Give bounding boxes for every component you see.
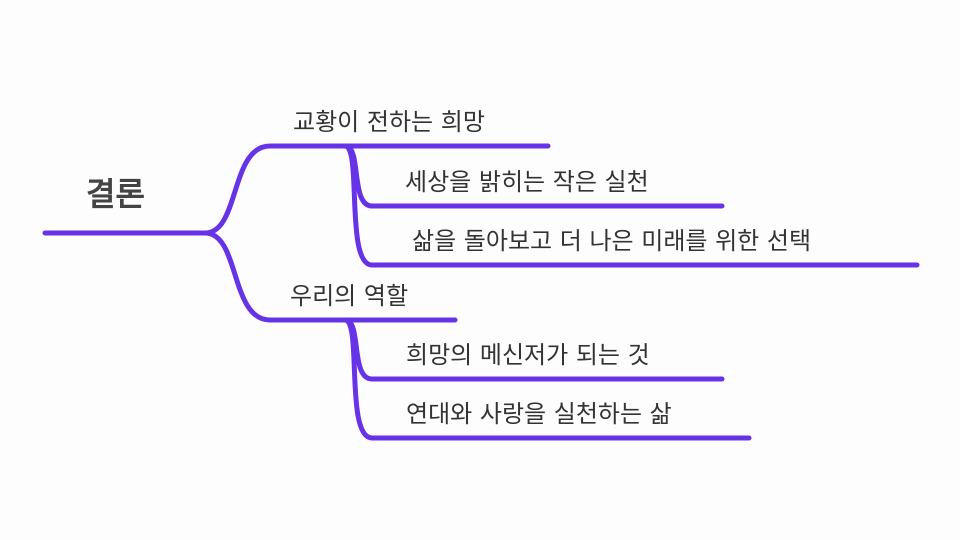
connector-root-branch-1	[202, 143, 273, 236]
subtopic-2-2[interactable]: 연대와 사랑을 실천하는 삶	[406, 400, 672, 428]
subtopic-2-1[interactable]: 희망의 메신저가 되는 것	[406, 341, 650, 369]
branch-topic-2[interactable]: 우리의 역할	[290, 282, 409, 310]
branch-topic-1[interactable]: 교황이 전하는 희망	[293, 108, 485, 136]
connector-branch-2-child-2	[342, 317, 375, 441]
connector-root-branch-2	[202, 230, 273, 323]
connector-branch-1-child-2	[342, 143, 375, 268]
subtopic-1-2[interactable]: 삶을 돌아보고 더 나은 미래를 위한 선택	[412, 227, 812, 255]
root-topic[interactable]: 결론	[86, 175, 145, 213]
subtopic-1-1[interactable]: 세상을 밝히는 작은 실천	[405, 168, 649, 196]
